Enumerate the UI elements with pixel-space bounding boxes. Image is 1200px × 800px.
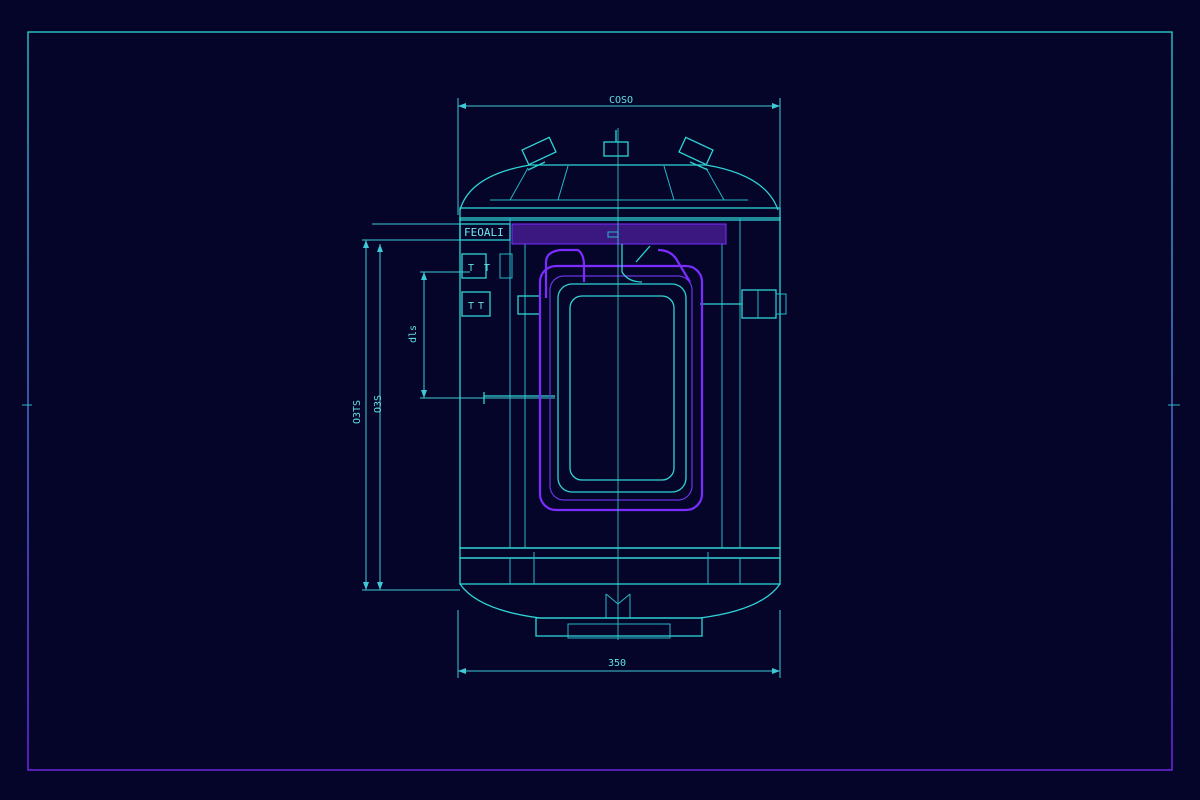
vessel-body: FEOALI T T T T: [459, 128, 787, 640]
dimension-top-label: COSO: [609, 95, 633, 106]
top-nozzle-left: [521, 136, 557, 171]
dimension-left: O3TS O3S dls: [352, 223, 555, 591]
base-skirt: [535, 617, 703, 637]
dimension-top: COSO: [457, 95, 781, 215]
dimension-left-outer-label: O3TS: [352, 400, 363, 424]
side-fitting-2: [461, 291, 491, 317]
side-fitting-1: [461, 253, 487, 279]
dimension-left-inner-label: O3S: [373, 395, 384, 413]
top-band: [511, 223, 727, 245]
dimension-left-small-label: dls: [408, 325, 419, 343]
side-nozzle-right: [700, 289, 787, 319]
side-fitting-2-label: T: [484, 263, 490, 274]
top-nozzle-center: [603, 130, 629, 157]
side-fitting-3-label: T: [468, 301, 474, 312]
inner-window: [557, 283, 687, 493]
inner-coil: [538, 244, 704, 512]
label-panel: [459, 223, 511, 241]
side-fitting-1-label: T: [468, 263, 474, 274]
drawing-frame: [27, 31, 1173, 771]
top-nozzle-right: [678, 136, 714, 171]
side-fitting-4-label: T: [478, 301, 484, 312]
label-panel-text: FEOALI: [464, 226, 504, 239]
dimension-bottom: 350: [457, 610, 781, 678]
dimension-bottom-label: 350: [608, 658, 626, 669]
